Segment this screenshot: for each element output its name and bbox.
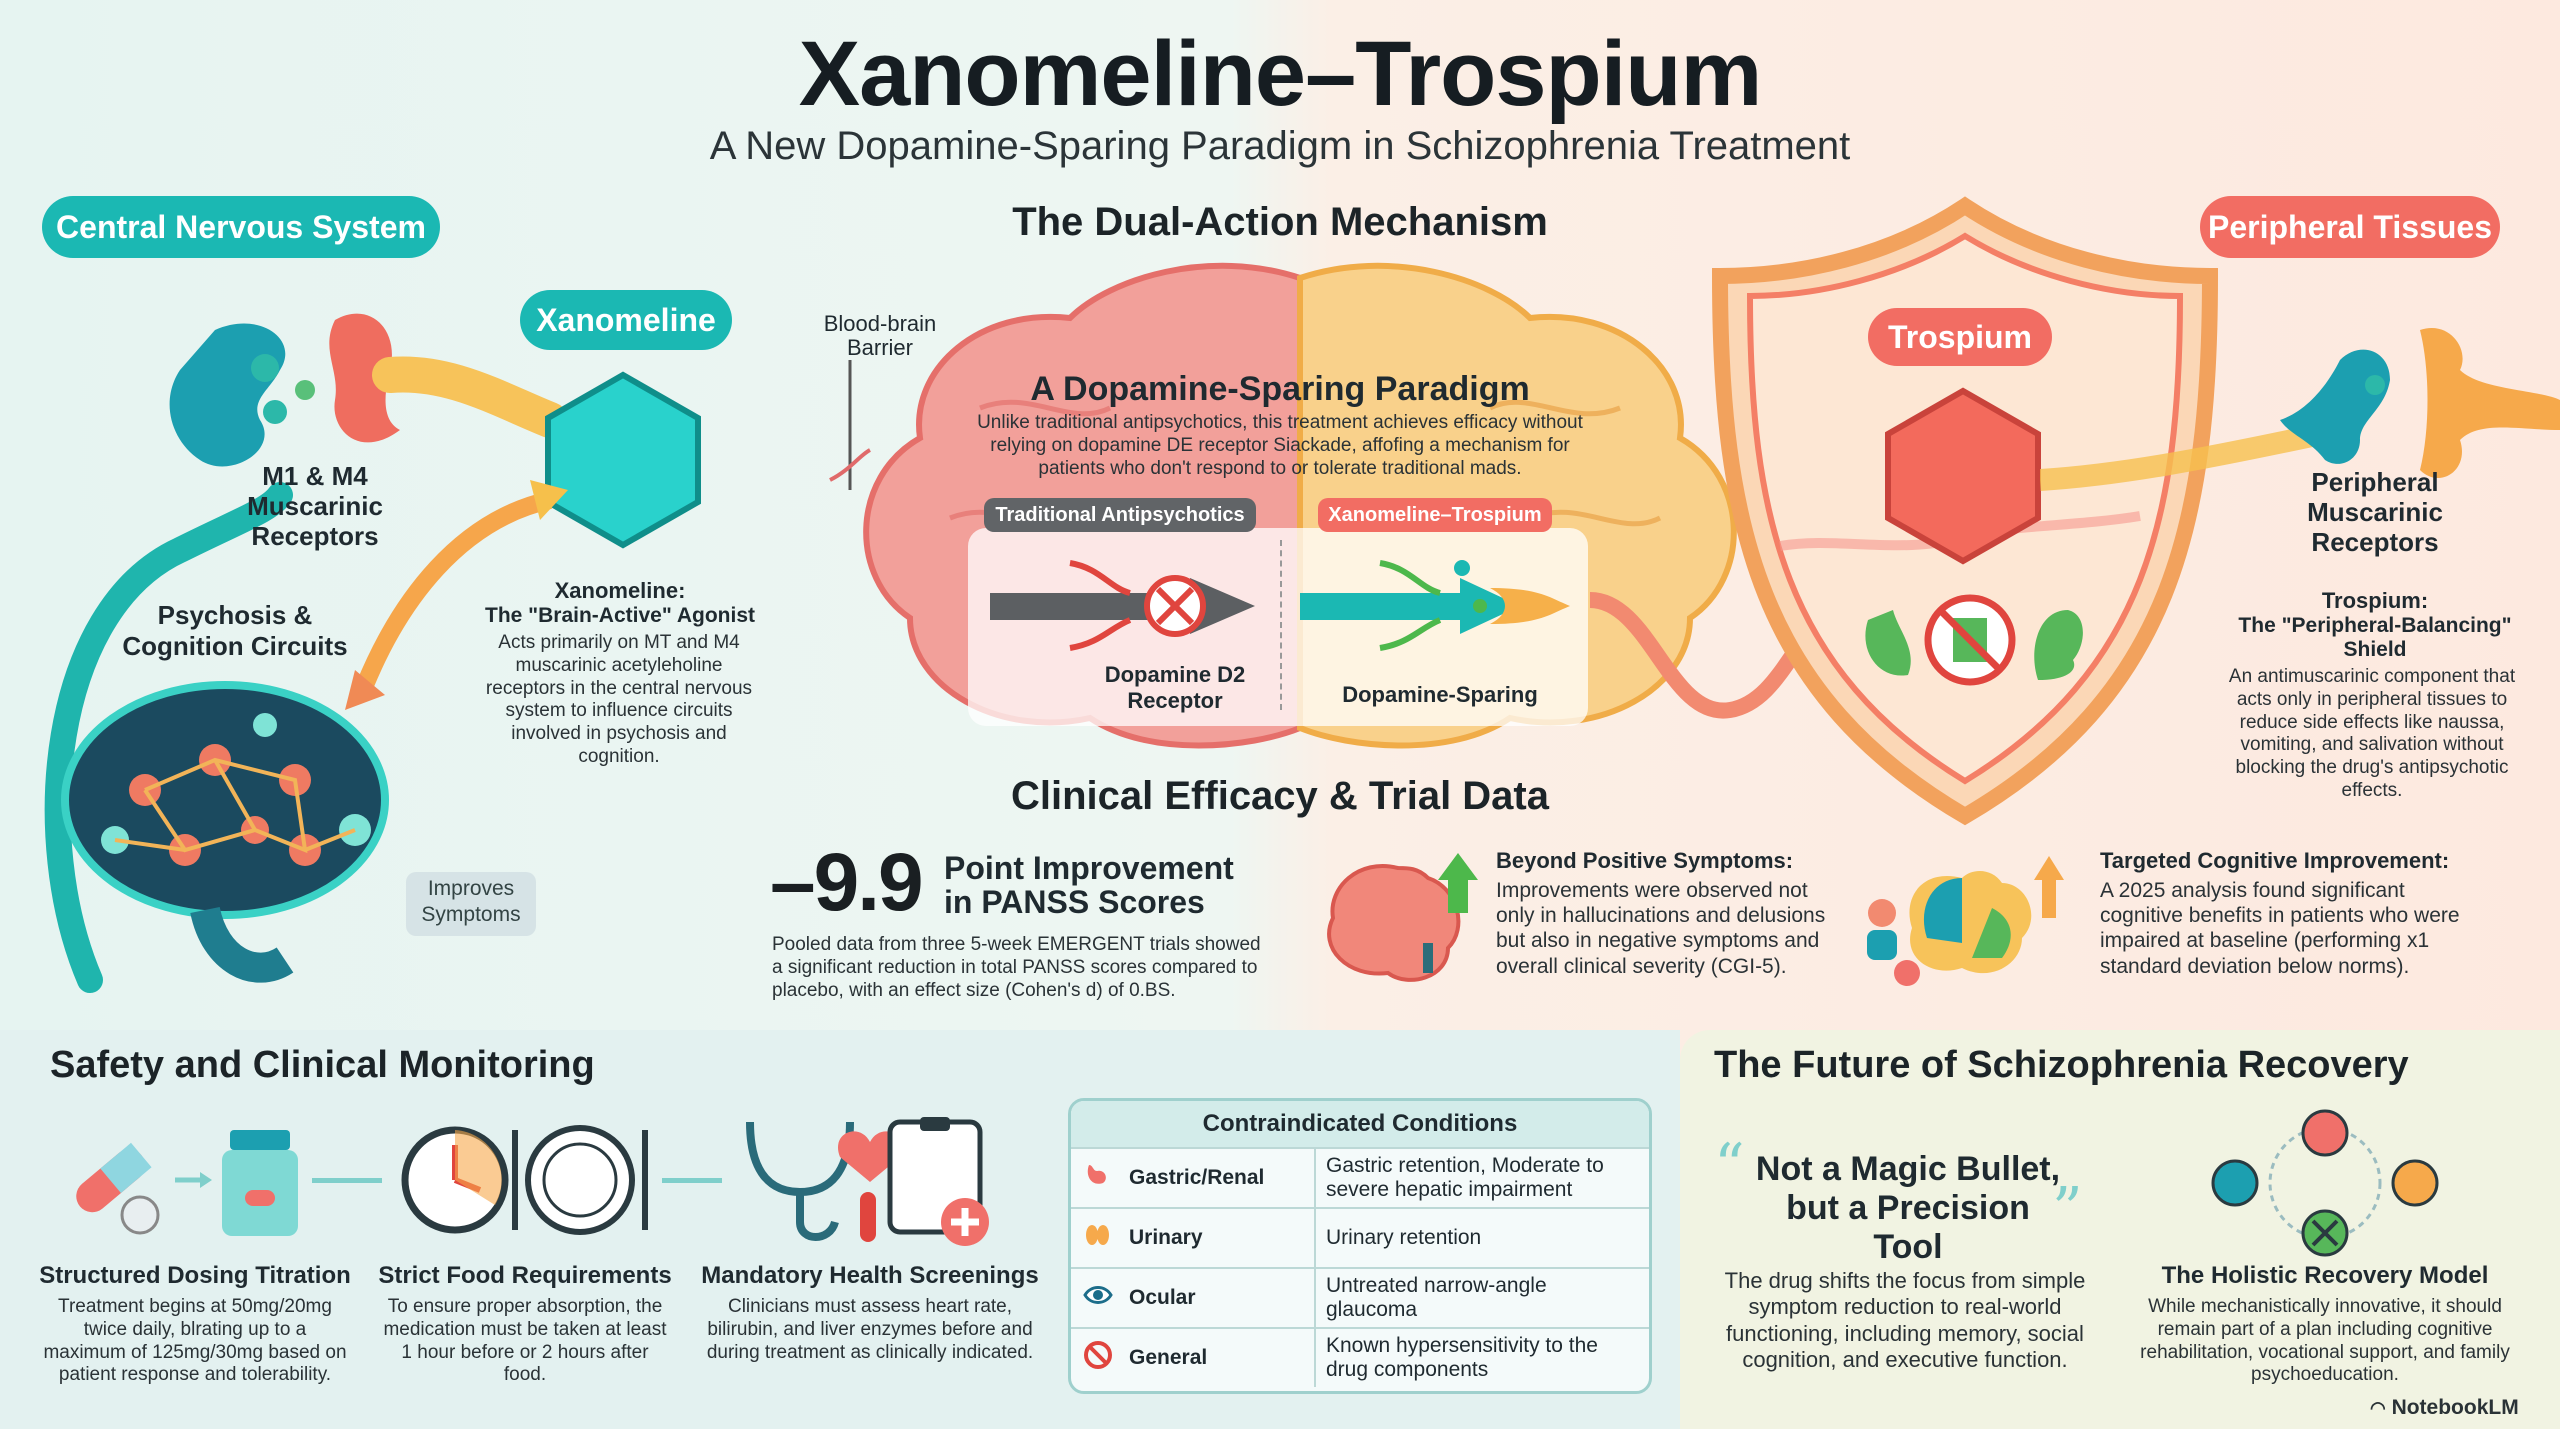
- future-title: The Future of Schizophrenia Recovery: [1714, 1044, 2409, 1086]
- stomach-icon: [1071, 1147, 1119, 1208]
- traditional-tag: Traditional Antipsychotics: [984, 498, 1256, 532]
- blood-brain-barrier-icon: [829, 360, 872, 490]
- improves-symptoms-badge: Improves Symptoms: [406, 872, 536, 936]
- trospium-subtitle: The "Peripheral-Balancing" Shield: [2238, 614, 2512, 661]
- xt-tag: Xanomeline–Trospium: [1318, 498, 1552, 532]
- dosing-description: Treatment begins at 50mg/20mg twice dail…: [43, 1296, 347, 1386]
- efficacy-title: Clinical Efficacy & Trial Data: [1011, 774, 1549, 818]
- contra-category: General: [1119, 1327, 1316, 1387]
- paradigm-description: Unlike traditional antipsychotics, this …: [977, 412, 1583, 479]
- screening-description: Clinicians must assess heart rate, bilir…: [706, 1296, 1034, 1363]
- panss-label: Point Improvement in PANSS Scores: [944, 850, 1234, 920]
- panss-big-number: –9.9: [770, 837, 924, 928]
- eye-icon: [1071, 1267, 1119, 1328]
- brain-improvement-icon: [1327, 853, 1478, 982]
- notebooklm-brand: ◠ NotebookLM: [2370, 1396, 2519, 1420]
- holistic-model-description: While mechanistically innovative, it sho…: [2140, 1296, 2510, 1386]
- kidney-icon: [1071, 1207, 1119, 1268]
- future-quote-description: The drug shifts the focus from simple sy…: [1724, 1268, 2086, 1373]
- side-effects-icons: [1865, 594, 2083, 686]
- peripheral-tag: Peripheral Tissues: [2200, 196, 2500, 258]
- safety-title: Safety and Clinical Monitoring: [50, 1044, 595, 1086]
- holistic-model-icon: [2211, 1109, 2439, 1257]
- table-row: Ocular Untreated narrow-angle glaucoma: [1071, 1267, 1649, 1328]
- table-row: General Known hypersensitivity to the dr…: [1071, 1327, 1649, 1387]
- page-subtitle: A New Dopamine-Sparing Paradigm in Schiz…: [709, 124, 1851, 168]
- future-panel: [1680, 1030, 2560, 1429]
- dopamine-sparing-icon: [1300, 560, 1570, 651]
- dosing-arrow: [312, 1178, 382, 1183]
- food-description: To ensure proper absorption, the medicat…: [383, 1296, 667, 1386]
- food-arrow: [662, 1178, 722, 1183]
- notebooklm-logo-icon: ◠: [2370, 1398, 2386, 1418]
- positive-symptoms-description: Improvements were observed not only in h…: [1496, 879, 1826, 978]
- blocked-receptor-icon: [990, 560, 1255, 651]
- contra-condition: Gastric retention, Moderate to severe he…: [1315, 1147, 1649, 1208]
- quote-open-icon: “: [1714, 1131, 1745, 1201]
- contraindications-title: Contraindicated Conditions: [1071, 1101, 1649, 1147]
- food-clock-icon: [401, 1125, 648, 1235]
- screening-title: Mandatory Health Screenings: [701, 1262, 1039, 1289]
- contraindications-box: Contraindicated Conditions Gastric/Renal…: [1068, 1098, 1652, 1394]
- trospium-tag: Trospium: [1868, 308, 2052, 366]
- page-title: Xanomeline–Trospium: [798, 23, 1763, 125]
- cognitive-title: Targeted Cognitive Improvement:: [2100, 848, 2450, 873]
- neuron-synapse-icon: [44, 313, 568, 993]
- xanomeline-title: Xanomeline:: [554, 578, 686, 603]
- positive-symptoms-title: Beyond Positive Symptoms:: [1496, 848, 1794, 873]
- panss-description: Pooled data from three 5-week EMERGENT t…: [772, 934, 1261, 1001]
- dosing-title: Structured Dosing Titration: [39, 1262, 351, 1289]
- xanomeline-subtitle: The "Brain-Active" Agonist: [485, 604, 755, 627]
- brand-label: NotebookLM: [2391, 1396, 2519, 1419]
- xanomeline-description: Acts primarily on MT and M4 muscarinic a…: [485, 632, 753, 767]
- prohibited-icon: [1071, 1327, 1119, 1387]
- table-row: Gastric/Renal Gastric retention, Moderat…: [1071, 1147, 1649, 1208]
- peripheral-receptors-label: Peripheral Muscarinic Receptors: [2307, 467, 2443, 557]
- contra-condition: Untreated narrow-angle glaucoma: [1315, 1267, 1649, 1328]
- contra-category: Urinary: [1119, 1207, 1316, 1268]
- contra-condition: Known hypersensitivity to the drug compo…: [1315, 1327, 1649, 1387]
- comparison-divider: [1280, 540, 1282, 710]
- m1m4-receptors-label: M1 & M4 Muscarinic Receptors: [247, 461, 383, 551]
- contraindications-table: Gastric/Renal Gastric retention, Moderat…: [1071, 1147, 1649, 1387]
- health-screening-icon: [746, 1117, 989, 1246]
- mechanism-title: The Dual-Action Mechanism: [1012, 200, 1548, 244]
- contra-condition: Urinary retention: [1315, 1207, 1649, 1268]
- bbb-label: Blood-brain Barrier: [823, 311, 937, 361]
- cognitive-description: A 2025 analysis found significant cognit…: [2100, 879, 2460, 978]
- paradigm-title: A Dopamine-Sparing Paradigm: [1030, 370, 1530, 408]
- d2-receptor-label: Dopamine D2 Receptor: [1104, 662, 1246, 714]
- psychosis-circuits-label: Psychosis & Cognition Circuits: [122, 600, 348, 662]
- contra-category: Ocular: [1119, 1267, 1316, 1328]
- food-title: Strict Food Requirements: [378, 1262, 672, 1289]
- peripheral-receptor-icon: [2040, 328, 2560, 491]
- xanomeline-tag: Xanomeline: [520, 290, 732, 350]
- trospium-description: An antimuscarinic component that acts on…: [2228, 666, 2516, 801]
- dosing-icon: [76, 1130, 298, 1236]
- cns-tag: Central Nervous System: [42, 196, 440, 258]
- quote-close-icon: ”: [2052, 1175, 2083, 1245]
- trospium-hexagon-icon: [1885, 387, 2041, 565]
- contra-category: Gastric/Renal: [1119, 1147, 1316, 1208]
- xanomeline-hexagon-icon: [545, 371, 701, 549]
- brain-network-icon: [61, 681, 389, 983]
- holistic-model-title: The Holistic Recovery Model: [2161, 1262, 2489, 1289]
- dopamine-sparing-label: Dopamine-Sparing: [1342, 682, 1538, 707]
- cognitive-improvement-icon: [1867, 856, 2064, 986]
- future-quote: Not a Magic Bullet, but a Precision Tool: [1755, 1150, 2061, 1267]
- xanomeline-to-brain-arrow: [345, 480, 568, 710]
- table-row: Urinary Urinary retention: [1071, 1207, 1649, 1268]
- trospium-title: Trospium:: [2321, 588, 2429, 613]
